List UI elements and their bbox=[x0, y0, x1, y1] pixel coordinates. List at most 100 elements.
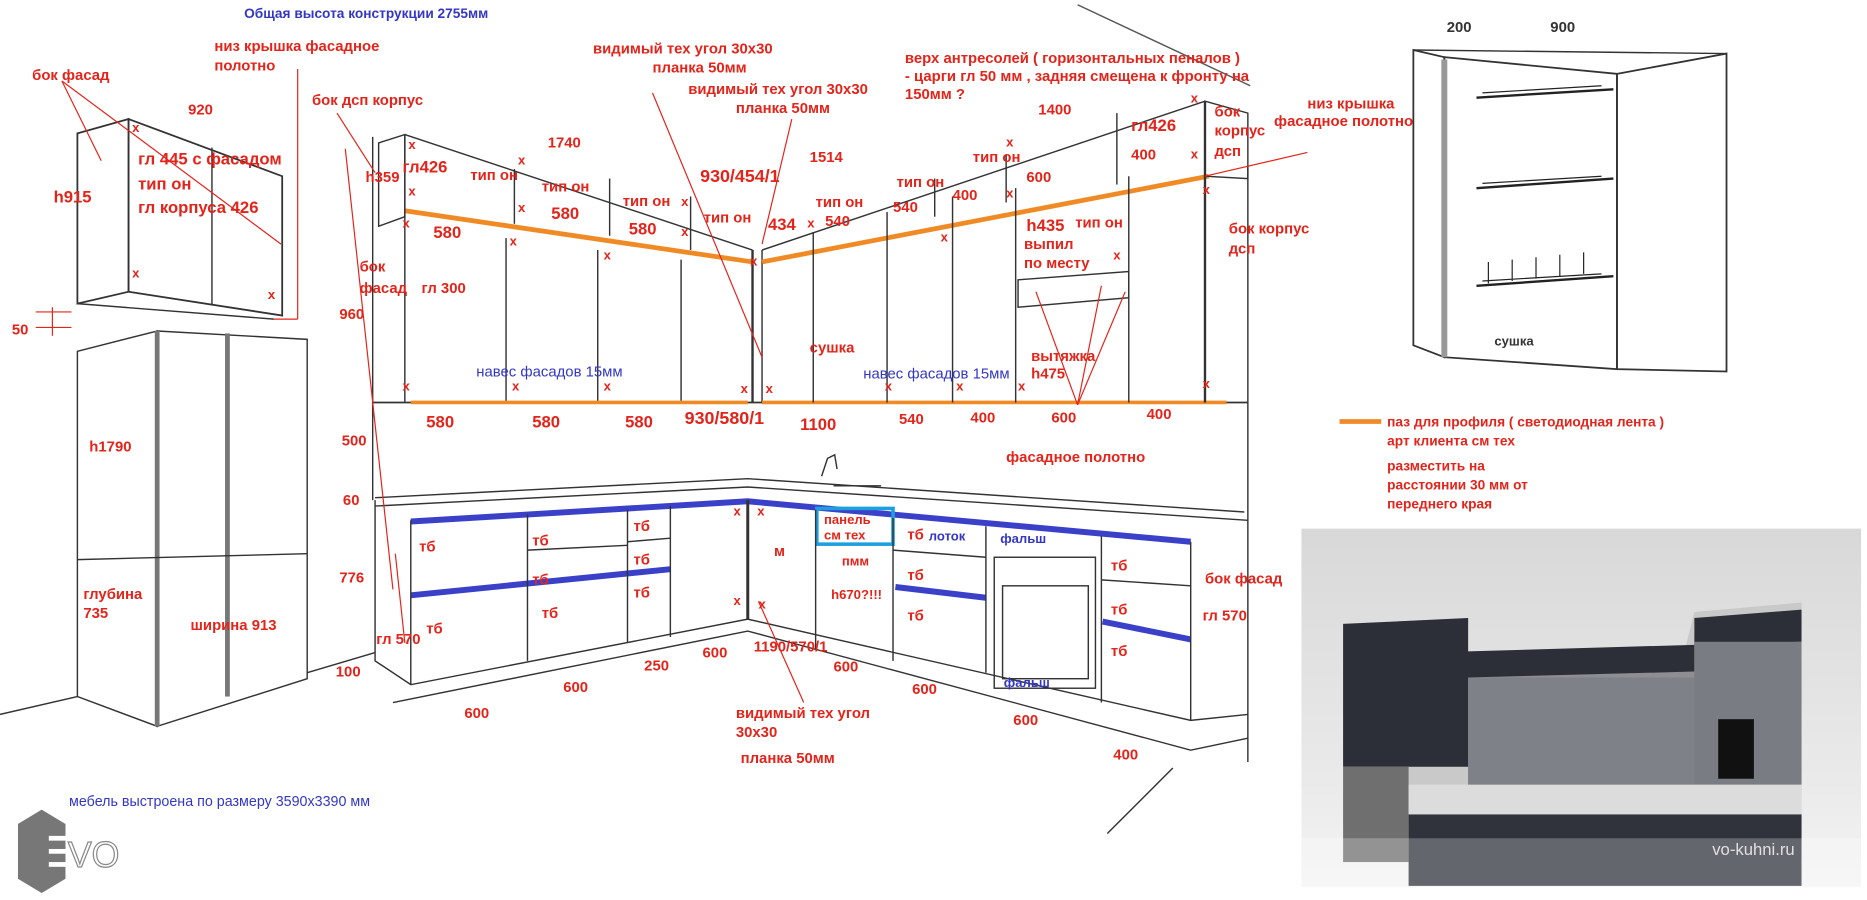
width-540: 540 bbox=[893, 198, 918, 216]
dryer-label: сушка bbox=[809, 339, 855, 357]
dryer-cabinet-label: сушка bbox=[1494, 334, 1534, 349]
side-body-right: бок корпус bbox=[1228, 220, 1310, 237]
width-400-right: 400 bbox=[1131, 146, 1157, 164]
width-434: 434 bbox=[768, 214, 796, 234]
type-label: тип он bbox=[1075, 214, 1123, 231]
drawer-label: тб bbox=[1110, 642, 1128, 660]
side-body-label-2: корпус bbox=[1214, 122, 1266, 140]
mark-x: x bbox=[408, 184, 416, 199]
base-depth-left: гл 570 bbox=[376, 631, 421, 648]
wall-cabinet-height: h915 bbox=[53, 186, 92, 206]
mark-x: x bbox=[1018, 379, 1026, 395]
upper-right-length-2: 1400 bbox=[1038, 101, 1072, 118]
hood-label: вытяжка bbox=[1031, 347, 1096, 365]
wall-width: 930/580/1 bbox=[684, 408, 765, 429]
height-60: 60 bbox=[342, 491, 360, 509]
false-panel-label: фальш bbox=[1000, 532, 1047, 547]
type-label: тип он bbox=[815, 194, 864, 211]
legend-client-art: арт клиента см тех bbox=[1387, 434, 1515, 449]
mezzanine-depth-right: гл426 bbox=[1131, 115, 1177, 135]
mark-x: x bbox=[402, 216, 410, 231]
type-label: тип он bbox=[972, 148, 1021, 166]
drawer-label: тб bbox=[541, 604, 559, 622]
mark-x: x bbox=[740, 382, 748, 397]
legend-led-profile: паз для профиля ( светодиодная лента ) bbox=[1387, 415, 1665, 430]
side-label: бок bbox=[359, 258, 386, 276]
cutout-note-2: по месту bbox=[1024, 254, 1090, 272]
mark-x: x bbox=[1006, 135, 1014, 151]
mark-x: x bbox=[267, 288, 276, 303]
wall-width: 580 bbox=[625, 411, 653, 432]
drawer-label: тб bbox=[1110, 557, 1128, 574]
side-body-label-3: дсп bbox=[1214, 142, 1242, 160]
mark-x: x bbox=[940, 230, 948, 246]
logo-icon: VO bbox=[17, 809, 120, 894]
wall-width: 600 bbox=[1051, 409, 1077, 427]
corner-angle-note: видимый тех угол 30x30 bbox=[592, 40, 773, 58]
type-label: тип он bbox=[896, 173, 945, 191]
height-500: 500 bbox=[341, 432, 367, 449]
mezzanine-depth: гл426 bbox=[402, 157, 448, 177]
upper-left-length: 1740 bbox=[547, 134, 581, 152]
upper-right-length: 1514 bbox=[809, 148, 843, 166]
dryer-width-200: 200 bbox=[1446, 19, 1472, 36]
upper-height: 960 bbox=[339, 306, 365, 323]
built-in-size-note: мебель выстроена по размеру 3590x3390 мм bbox=[69, 793, 371, 810]
kitchen-render-image: vo-kuhni.ru bbox=[1301, 528, 1862, 888]
drawer-label: тб bbox=[633, 584, 650, 602]
tray-label: лоток bbox=[928, 529, 966, 545]
wall-cabinet-type: тип он bbox=[138, 173, 192, 193]
corner-plank-note-2: планка 50мм bbox=[735, 100, 831, 117]
mark-x: x bbox=[1202, 183, 1210, 198]
type-label: тип он bbox=[703, 209, 752, 227]
wall-width: 540 bbox=[898, 410, 924, 428]
width-540: 540 bbox=[825, 213, 850, 230]
render-watermark: vo-kuhni.ru bbox=[1712, 839, 1795, 859]
width-400: 400 bbox=[1113, 746, 1139, 764]
drawer-label: тб bbox=[532, 532, 549, 549]
height-776: 776 bbox=[339, 569, 365, 586]
base-depth-right: гл 570 bbox=[1202, 607, 1247, 624]
upper-depth: гл 300 bbox=[421, 279, 466, 297]
mezzanine-note-2: - царги гл 50 мм , задняя смещена к фрон… bbox=[904, 67, 1250, 85]
legend-place: разместить на bbox=[1387, 459, 1485, 474]
mark-x: x bbox=[517, 153, 526, 168]
mark-x: x bbox=[733, 594, 741, 609]
width-600: 600 bbox=[563, 678, 589, 696]
mezzanine-note: верх антресолей ( горизонтальных пеналов… bbox=[904, 50, 1240, 67]
drawer-label: тб bbox=[907, 566, 924, 584]
mark-x: x bbox=[1113, 248, 1121, 264]
hinges-note: навес фасадов 15мм bbox=[476, 363, 623, 380]
width-580: 580 bbox=[628, 219, 657, 239]
width-400: 400 bbox=[952, 186, 978, 204]
mark-x: x bbox=[884, 379, 892, 395]
wall-width: 580 bbox=[426, 411, 455, 432]
corner-size: 930/454/1 bbox=[700, 166, 780, 187]
cover-note-2: полотно bbox=[214, 57, 276, 74]
mark-x: x bbox=[681, 195, 689, 210]
side-facade-label: бок фасад bbox=[32, 66, 110, 84]
base-angle-note-2: 30x30 bbox=[735, 723, 778, 741]
wall-width: 400 bbox=[970, 409, 996, 427]
width-600: 600 bbox=[464, 704, 490, 722]
hinges-note-right: навес фасадов 15мм bbox=[863, 365, 1010, 383]
side-body-label: бок bbox=[1214, 103, 1241, 121]
mark-x: x bbox=[758, 597, 766, 613]
panel-note-2: см тех bbox=[823, 528, 866, 543]
mark-x: x bbox=[750, 254, 758, 270]
mark-x: x bbox=[1202, 377, 1210, 392]
side-body-right-2: дсп bbox=[1228, 240, 1256, 258]
corner-base-size: 1190/570/1 bbox=[753, 638, 828, 655]
mezzanine-height: h359 bbox=[365, 169, 400, 186]
facade-sheet-note: фасадное полотно bbox=[1006, 448, 1146, 466]
hood-cabinet-height: h435 bbox=[1026, 215, 1065, 235]
wall-cabinet-width: 920 bbox=[188, 101, 213, 118]
wall-cabinet-body-depth: гл корпуса 426 bbox=[138, 197, 259, 217]
mark-x: x bbox=[509, 234, 517, 249]
side-facade-right: бок фасад bbox=[1204, 570, 1283, 588]
cover-note: низ крышка фасадное bbox=[214, 38, 380, 55]
width-580: 580 bbox=[551, 203, 580, 223]
drawer-label: тб bbox=[633, 551, 650, 568]
mark-x: x bbox=[765, 382, 773, 397]
